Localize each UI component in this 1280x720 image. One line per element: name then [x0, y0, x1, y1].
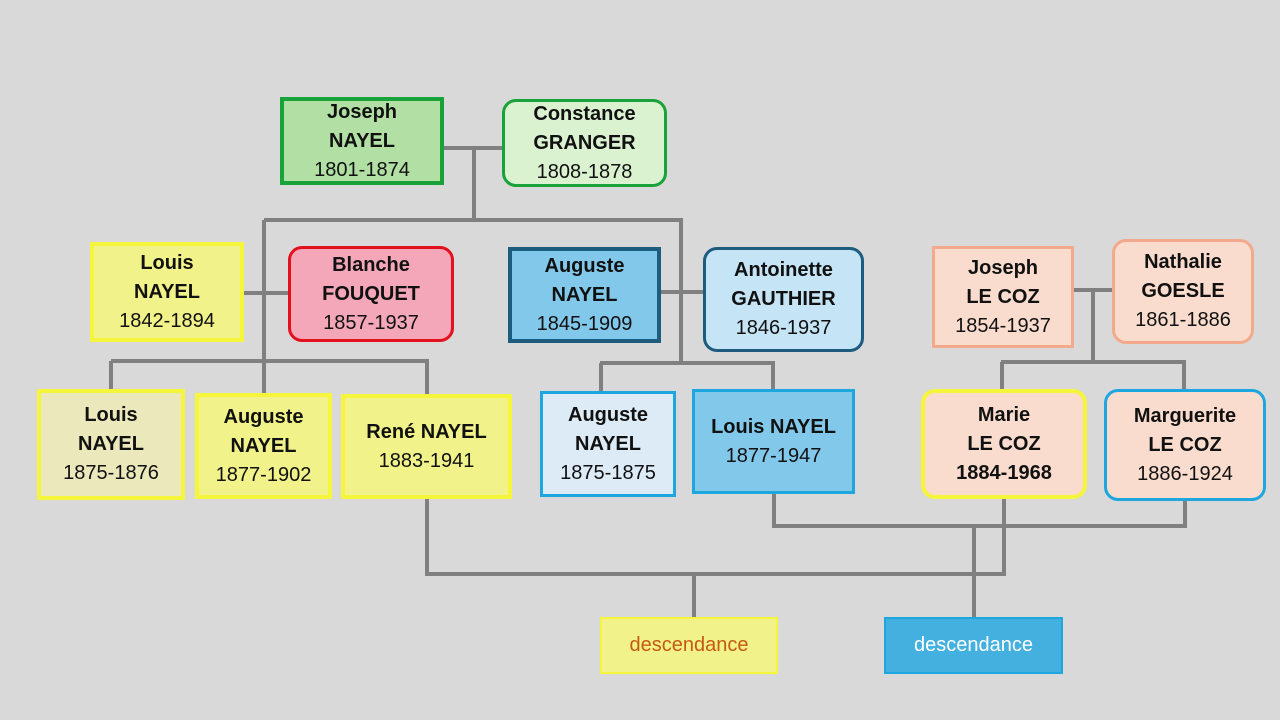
person-given-name: Auguste	[223, 405, 304, 428]
person-surname: LE COZ	[966, 285, 1040, 308]
person-dates: 1877-1902	[215, 463, 312, 486]
descendance-box-left: descendance	[600, 617, 778, 674]
person-surname: LE COZ	[1148, 433, 1222, 456]
person-marguerite-le-coz: Marguerite LE COZ 1886-1924	[1104, 389, 1266, 501]
person-constance-granger: Constance GRANGER 1808-1878	[502, 99, 667, 187]
person-given-name: Blanche	[332, 253, 410, 276]
person-dates: 1875-1875	[560, 461, 656, 484]
person-dates: 1861-1886	[1135, 309, 1231, 331]
person-surname: NAYEL	[134, 280, 200, 303]
person-given-name: Nathalie	[1144, 251, 1222, 273]
person-dates: 1883-1941	[378, 449, 475, 472]
person-dates: 1842-1894	[119, 309, 215, 332]
person-given-name: Joseph	[326, 100, 398, 123]
person-dates: 1875-1876	[63, 462, 159, 484]
person-given-name: Marie	[977, 403, 1031, 426]
descendance-label: descendance	[914, 634, 1033, 656]
person-nathalie-goesle: Nathalie GOESLE 1861-1886	[1112, 239, 1254, 344]
descendance-box-right: descendance	[884, 617, 1063, 674]
person-surname: NAYEL	[78, 433, 144, 455]
person-surname: NAYEL	[230, 434, 297, 457]
person-auguste-nayel-1877: Auguste NAYEL 1877-1902	[195, 393, 332, 499]
person-rene-nayel: René NAYEL 1883-1941	[341, 394, 512, 499]
person-given-name: Louis	[84, 404, 138, 426]
person-full-name: René NAYEL	[366, 420, 487, 443]
person-dates: 1808-1878	[536, 160, 633, 183]
person-given-name: Joseph	[967, 256, 1039, 279]
person-antoinette-gauthier: Antoinette GAUTHIER 1846-1937	[703, 247, 864, 352]
person-louis-nayel-1877: Louis NAYEL 1877-1947	[692, 389, 855, 494]
person-marie-le-coz: Marie LE COZ 1884-1968	[921, 389, 1087, 499]
person-dates: 1801-1874	[314, 158, 410, 181]
person-surname: NAYEL	[551, 283, 618, 306]
person-full-name: Louis NAYEL	[711, 415, 836, 438]
person-dates: 1846-1937	[735, 317, 832, 339]
person-given-name: Marguerite	[1133, 404, 1237, 427]
person-surname: GOESLE	[1141, 280, 1225, 302]
person-dates: 1854-1937	[955, 314, 1051, 337]
person-surname: FOUQUET	[322, 282, 420, 305]
person-louis-nayel-1842: Louis NAYEL 1842-1894	[90, 242, 244, 342]
person-surname: GAUTHIER	[731, 288, 836, 310]
person-joseph-nayel: Joseph NAYEL 1801-1874	[280, 97, 444, 185]
person-given-name: Louis	[140, 251, 194, 274]
person-dates: 1857-1937	[323, 311, 419, 334]
person-surname: NAYEL	[329, 129, 395, 152]
person-joseph-le-coz: Joseph LE COZ 1854-1937	[932, 246, 1074, 348]
person-given-name: Antoinette	[734, 259, 833, 281]
person-dates: 1884-1968	[956, 461, 1052, 484]
person-given-name: Auguste	[544, 254, 625, 277]
person-auguste-nayel-1845: Auguste NAYEL 1845-1909	[508, 247, 661, 343]
person-given-name: Auguste	[568, 403, 648, 426]
person-given-name: Constance	[533, 102, 636, 125]
descendance-label: descendance	[629, 634, 749, 656]
person-louis-nayel-1875: Louis NAYEL 1875-1876	[37, 389, 185, 500]
person-auguste-nayel-1875: Auguste NAYEL 1875-1875	[540, 391, 676, 497]
person-surname: NAYEL	[575, 432, 641, 455]
person-blanche-fouquet: Blanche FOUQUET 1857-1937	[288, 246, 454, 342]
person-surname: LE COZ	[967, 432, 1041, 455]
person-dates: 1845-1909	[536, 312, 633, 335]
person-dates: 1886-1924	[1137, 462, 1233, 485]
person-surname: GRANGER	[533, 131, 636, 154]
person-dates: 1877-1947	[725, 444, 822, 467]
